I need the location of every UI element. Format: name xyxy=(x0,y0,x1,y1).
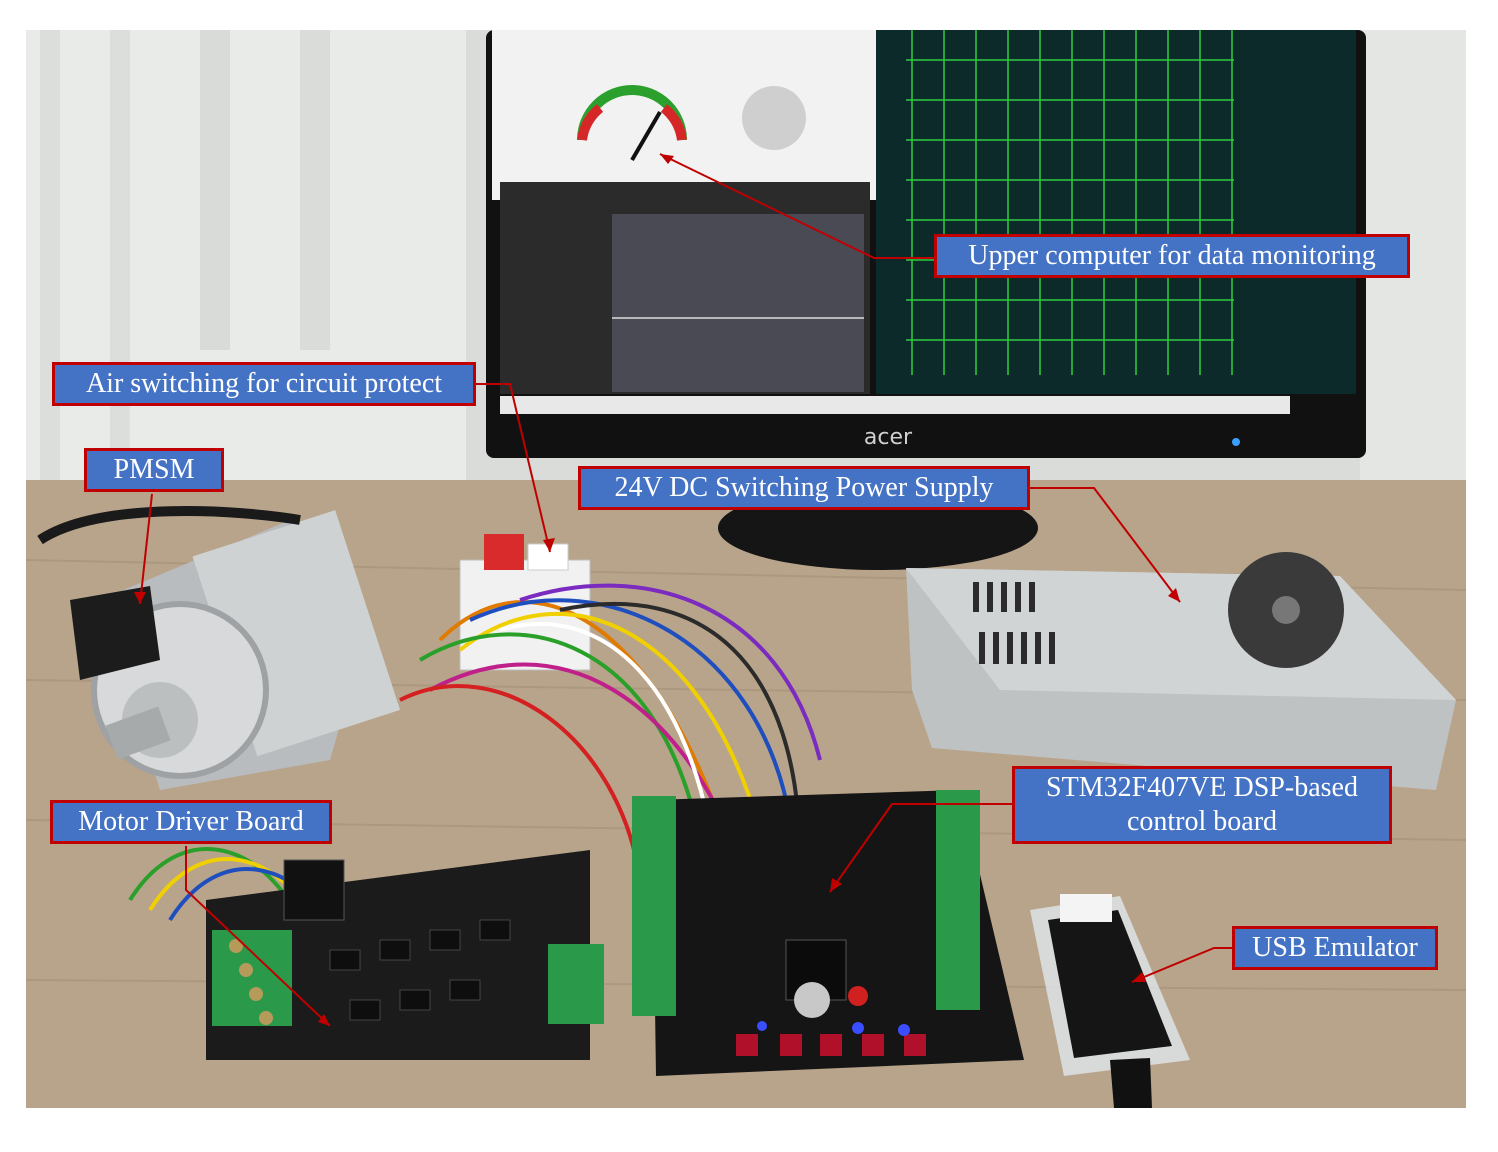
label-control-board-line2: control board xyxy=(1126,806,1278,837)
graph-grid xyxy=(906,30,1234,375)
label-air-switch: Air switching for circuit protect xyxy=(52,362,476,406)
motor-driver-board xyxy=(206,850,604,1060)
power-supply-unit xyxy=(906,552,1456,790)
label-usb-emulator: USB Emulator xyxy=(1232,926,1438,970)
label-power-supply: 24V DC Switching Power Supply xyxy=(578,466,1030,510)
taskbar xyxy=(500,396,1290,414)
control-board xyxy=(632,790,1024,1076)
arrowheads xyxy=(134,154,1180,1026)
label-motor-driver: Motor Driver Board xyxy=(50,800,332,844)
annotation-arrows xyxy=(139,153,1236,1027)
monitor-brand-logo: acer xyxy=(864,425,913,450)
window-left xyxy=(26,30,466,500)
power-led xyxy=(1232,438,1240,446)
usb-emulator-device xyxy=(1030,894,1190,1108)
label-pmsm: PMSM xyxy=(84,448,224,492)
knob xyxy=(742,86,806,150)
label-upper-computer: Upper computer for data monitoring xyxy=(934,234,1410,278)
monitor-screen-plot-area xyxy=(612,214,864,392)
monitor: acer xyxy=(486,30,1366,570)
label-control-board-line1: STM32F407VE DSP-based xyxy=(1046,772,1358,803)
monitor-screen-left xyxy=(492,30,876,200)
pmsm-motor xyxy=(37,506,401,790)
monitor-screen-right-graph xyxy=(876,30,1356,394)
label-control-board: STM32F407VE DSP-based control board xyxy=(1012,766,1392,844)
